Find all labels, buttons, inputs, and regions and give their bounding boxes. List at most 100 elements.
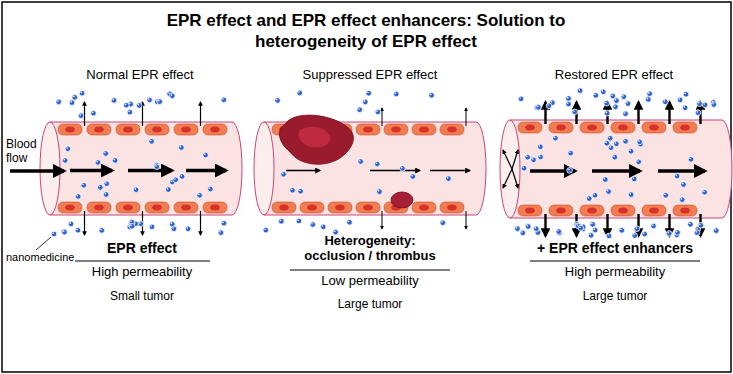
nanoparticle	[366, 90, 372, 96]
vessel-lumen	[510, 120, 722, 218]
nanoparticle	[679, 197, 685, 203]
nanoparticle-highlight	[522, 167, 524, 169]
nanoparticle	[62, 158, 68, 164]
nanoparticle-highlight	[633, 177, 635, 179]
nanoparticle	[410, 174, 416, 180]
permeability-label: High permeability	[92, 265, 192, 280]
cell-nucleus	[680, 208, 690, 214]
nanoparticle	[75, 227, 81, 233]
nanoparticle	[608, 145, 614, 151]
endothelial-cell	[611, 205, 635, 216]
endothelial-cell	[642, 122, 666, 133]
nanoparticle	[377, 189, 383, 195]
nanoparticle-highlight	[532, 158, 534, 160]
nanoparticle-highlight	[576, 224, 578, 226]
nanoparticle-highlight	[134, 188, 136, 190]
cell-nucleus	[279, 205, 289, 211]
endothelial-cell	[580, 205, 604, 216]
flow-arrow	[382, 211, 383, 229]
nanoparticle-highlight	[180, 175, 182, 177]
nanoparticle	[592, 227, 598, 233]
nanoparticle	[374, 161, 380, 167]
nanoparticle	[136, 103, 142, 109]
nanoparticle	[642, 231, 648, 237]
nanoparticle	[577, 88, 583, 94]
nanoparticle	[590, 222, 596, 228]
nanoparticle-highlight	[613, 156, 615, 158]
nanoparticle-highlight	[105, 182, 107, 184]
nanoparticle-highlight	[155, 165, 157, 167]
flow-label: Blood flow	[6, 138, 48, 166]
cell-nucleus	[391, 127, 401, 133]
endothelial-cell	[412, 124, 436, 135]
flow-arrow	[637, 214, 639, 236]
cell-nucleus	[210, 205, 220, 211]
nanoparticle-highlight	[681, 198, 683, 200]
cell-nucleus	[649, 208, 659, 214]
nanoparticle-highlight	[539, 155, 541, 157]
nanoparticle-highlight	[395, 92, 397, 94]
nanoparticle-highlight	[684, 106, 686, 108]
nanoparticle	[518, 96, 524, 102]
nanoparticle-highlight	[66, 147, 68, 149]
thrombus	[391, 192, 413, 208]
cell-nucleus	[447, 205, 457, 211]
endothelial-cell	[549, 205, 573, 216]
nanoparticle-highlight	[602, 90, 604, 92]
vessel-wall	[50, 215, 232, 216]
nanoparticle-highlight	[364, 100, 366, 102]
nanoparticle-highlight	[593, 194, 595, 196]
nanoparticle	[103, 192, 109, 198]
nanoparticle	[95, 160, 101, 166]
panel-heading: Suppressed EPR effect	[303, 68, 438, 83]
nanoparticle-highlight	[676, 174, 678, 176]
flow-arrow	[503, 169, 512, 188]
nanoparticle	[636, 159, 642, 165]
cell-nucleus	[123, 205, 133, 211]
flow-arrow	[370, 170, 420, 172]
nanoparticle-highlight	[698, 102, 700, 104]
nanoparticle	[525, 224, 531, 230]
nanoparticle-highlight	[696, 227, 698, 229]
nanoparticle	[520, 230, 526, 236]
nanoparticle	[446, 176, 452, 182]
nanoparticle	[104, 181, 110, 187]
nanoparticle-highlight	[626, 102, 628, 104]
nanoparticle	[538, 154, 544, 160]
nanoparticle	[586, 196, 592, 202]
nanoparticle-highlight	[609, 146, 611, 148]
endothelial-cell	[611, 122, 635, 133]
nanoparticle	[185, 226, 191, 232]
nanoparticle-highlight	[100, 229, 102, 231]
nanoparticle-highlight	[322, 225, 324, 227]
nanoparticle	[112, 158, 118, 164]
nanoparticle-highlight	[430, 94, 432, 96]
nanoparticle-highlight	[64, 159, 66, 161]
nanoparticle	[702, 189, 708, 195]
endothelial-cell	[58, 124, 82, 135]
divider-line	[290, 270, 450, 271]
nanoparticle	[688, 157, 694, 163]
nanoparticle	[429, 92, 435, 98]
nanoparticle	[68, 221, 74, 227]
cell-nucleus	[419, 127, 429, 133]
nanoparticle	[525, 154, 531, 160]
nanoparticle	[568, 150, 574, 156]
nanoparticle-highlight	[222, 98, 224, 100]
endothelial-cell	[412, 202, 436, 213]
nanoparticle	[623, 138, 629, 144]
nanoparticle	[666, 231, 672, 237]
panel-heading: Restored EPR effect	[555, 68, 673, 83]
nanoparticle-highlight	[554, 137, 556, 139]
nanoparticle-highlight	[114, 159, 116, 161]
nanoparticle	[147, 97, 153, 103]
nanoparticle-highlight	[537, 106, 539, 108]
nanoparticle	[297, 90, 303, 96]
nanoparticle-highlight	[578, 89, 580, 91]
endothelial-cell	[203, 124, 227, 135]
nanoparticle-highlight	[148, 98, 150, 100]
nanoparticle	[588, 233, 594, 239]
nanoparticle-highlight	[171, 180, 173, 182]
nanoparticle-highlight	[573, 110, 575, 112]
endothelial-cell	[328, 202, 352, 213]
